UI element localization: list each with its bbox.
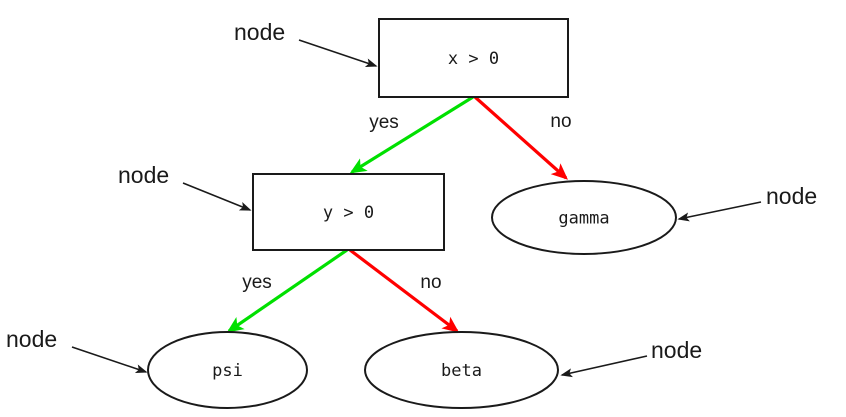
annotation-label-psi: node xyxy=(6,326,57,352)
edge-label-root-no: no xyxy=(550,111,571,132)
annotation-leader-inner xyxy=(182,182,252,211)
edge-label-inner-yes: yes xyxy=(242,272,272,293)
edge-inner-no[interactable] xyxy=(349,248,460,333)
annotation-group: node node node node node xyxy=(6,19,817,378)
annotation-leader-root xyxy=(298,39,378,68)
annotation-leader-beta xyxy=(560,355,648,378)
node-inner-label: y > 0 xyxy=(323,203,374,223)
edge-label-group: yes no yes no xyxy=(242,111,571,293)
node-psi-shape[interactable] xyxy=(147,331,308,409)
annotation-label-beta: node xyxy=(651,337,702,363)
node-beta-shape[interactable] xyxy=(364,331,559,409)
annotation-label-root: node xyxy=(234,19,285,45)
annotation-leader-psi xyxy=(71,346,148,374)
edge-group xyxy=(226,95,568,333)
node-gamma-label: gamma xyxy=(558,209,609,229)
annotation-label-gamma: node xyxy=(766,183,817,209)
node-inner-shape[interactable] xyxy=(252,173,445,251)
edge-root-yes[interactable] xyxy=(349,95,474,174)
edge-label-root-yes: yes xyxy=(369,112,399,133)
node-root-label: x > 0 xyxy=(448,49,499,69)
annotation-label-inner: node xyxy=(118,162,169,188)
node-psi-label: psi xyxy=(212,361,243,381)
annotation-leader-gamma xyxy=(677,201,762,222)
node-gamma-shape[interactable] xyxy=(491,180,677,255)
node-root-shape[interactable] xyxy=(378,18,569,98)
node-group: x > 0 y > 0 gamma psi beta xyxy=(147,18,677,409)
edge-label-inner-no: no xyxy=(420,272,441,293)
edge-inner-yes[interactable] xyxy=(226,248,348,333)
node-beta-label: beta xyxy=(441,361,482,381)
edge-root-no[interactable] xyxy=(473,95,568,180)
